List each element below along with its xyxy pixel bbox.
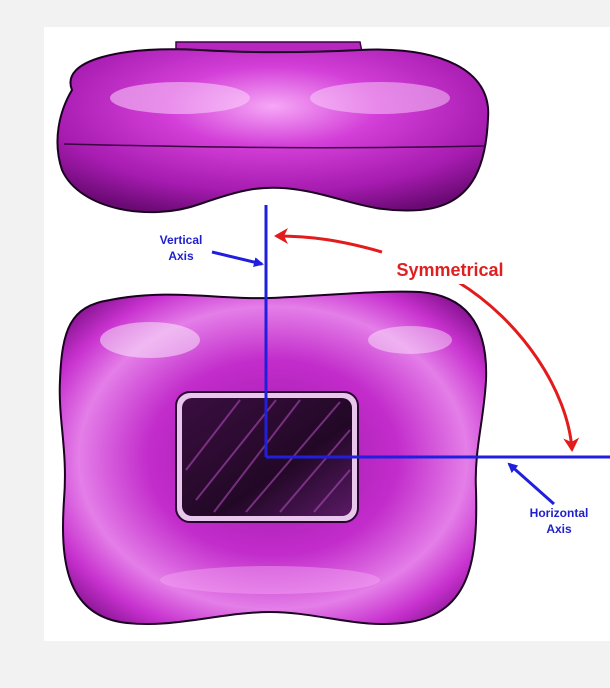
vertical-axis-pointer-arrow <box>212 252 262 264</box>
symmetry-arrow-upper <box>276 236 382 252</box>
vertical-axis-label-line1: Vertical <box>144 232 218 248</box>
vertical-axis-label: Vertical Axis <box>144 232 218 264</box>
horizontal-axis-label-line1: Horizontal <box>514 505 604 521</box>
top-view-shape <box>57 42 488 212</box>
horizontal-axis-pointer-arrow <box>509 464 554 504</box>
vertical-axis-label-line2: Axis <box>144 248 218 264</box>
horizontal-axis-label: Horizontal Axis <box>514 505 604 537</box>
horizontal-axis-label-line2: Axis <box>514 521 604 537</box>
symmetrical-label: Symmetrical <box>370 256 530 284</box>
